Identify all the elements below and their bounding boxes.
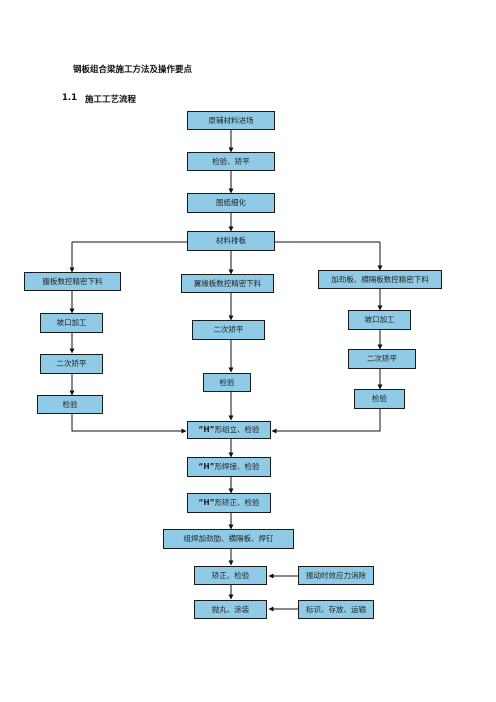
h-assemble-label: 形组立、检验 [214,425,260,435]
h-assemble-box: “H”形组立、检验 [187,421,271,439]
h-weld-box: “H”形焊接、检验 [187,457,271,477]
drawing-detail-box: 图纸细化 [187,193,275,213]
middle-straighten-box: 二次矫平 [192,320,265,340]
middle-inspection-label: 检验 [219,377,235,387]
h-weld-prefix: “H” [198,462,215,472]
blast-paint-label: 抛丸、涂装 [211,604,250,614]
arrow-right-to-assembly [271,409,381,434]
vibration-stress-box: 振动时效应力消除 [298,566,374,585]
web-cutting-label: 腹板数控精密下料 [42,276,103,286]
section-title: 施工工艺流程 [85,95,137,105]
material-layout-box: 材料排板 [187,231,275,251]
right-straighten-box: 二次矫平 [348,349,416,369]
inspect-straighten-box: 检验、矫平 [187,152,275,171]
middle-inspection-box: 检验 [203,373,251,392]
mark-store-ship-box: 标识、存放、运输 [298,600,374,619]
web-cutting-box: 腹板数控精密下料 [24,272,121,291]
stiffener-weld-label: 组焊加劲肋、横隔板、焊钉 [183,534,274,544]
right-inspection-box: 检验 [354,389,405,409]
left-straighten-box: 二次矫平 [40,354,103,374]
inspect-straighten-label: 检验、矫平 [212,156,250,166]
left-groove-label: 坡口加工 [56,318,87,328]
mark-store-ship-label: 标识、存放、运输 [306,604,366,614]
flange-cutting-box: 翼缘板数控精密下料 [181,274,274,293]
middle-straighten-label: 二次矫平 [213,325,244,335]
left-groove-box: 坡口加工 [40,313,103,333]
right-inspection-label: 检验 [372,394,387,404]
left-straighten-label: 二次矫平 [56,359,87,369]
stiffener-weld-box: 组焊加劲肋、横隔板、焊钉 [163,529,294,549]
h-correct-box: “H”形矫正、检验 [187,493,271,513]
h-assemble-prefix: “H” [198,425,215,435]
raw-material-box: 原辅材料进场 [187,111,275,130]
correct-inspect-box: 矫正、检验 [194,566,267,585]
left-inspection-box: 检验 [37,395,103,414]
drawing-detail-label: 图纸细化 [216,198,246,208]
right-groove-box: 坡口加工 [348,310,411,330]
raw-material-label: 原辅材料进场 [208,115,254,125]
flange-cutting-label: 翼缘板数控精密下料 [193,278,262,288]
h-correct-prefix: “H” [198,498,215,508]
blast-paint-box: 抛丸、涂装 [194,600,267,619]
document-title: 钢板组合梁施工方法及操作要点 [73,65,193,75]
h-correct-label: 形矫正、检验 [214,498,260,508]
stiffener-cutting-label: 加劲板、横隔板数控精密下料 [331,274,429,284]
section-number: 1.1 [62,93,78,103]
h-weld-label: 形焊接、检验 [214,462,260,472]
left-inspection-label: 检验 [62,399,78,409]
stiffener-cutting-box: 加劲板、横隔板数控精密下料 [318,270,442,289]
right-straighten-label: 二次矫平 [367,354,397,364]
correct-inspect-label: 矫正、检验 [211,570,250,580]
vibration-stress-label: 振动时效应力消除 [306,570,366,580]
right-groove-label: 坡口加工 [364,315,395,325]
material-layout-label: 材料排板 [216,236,246,246]
arrow-left-to-assembly [71,414,187,434]
